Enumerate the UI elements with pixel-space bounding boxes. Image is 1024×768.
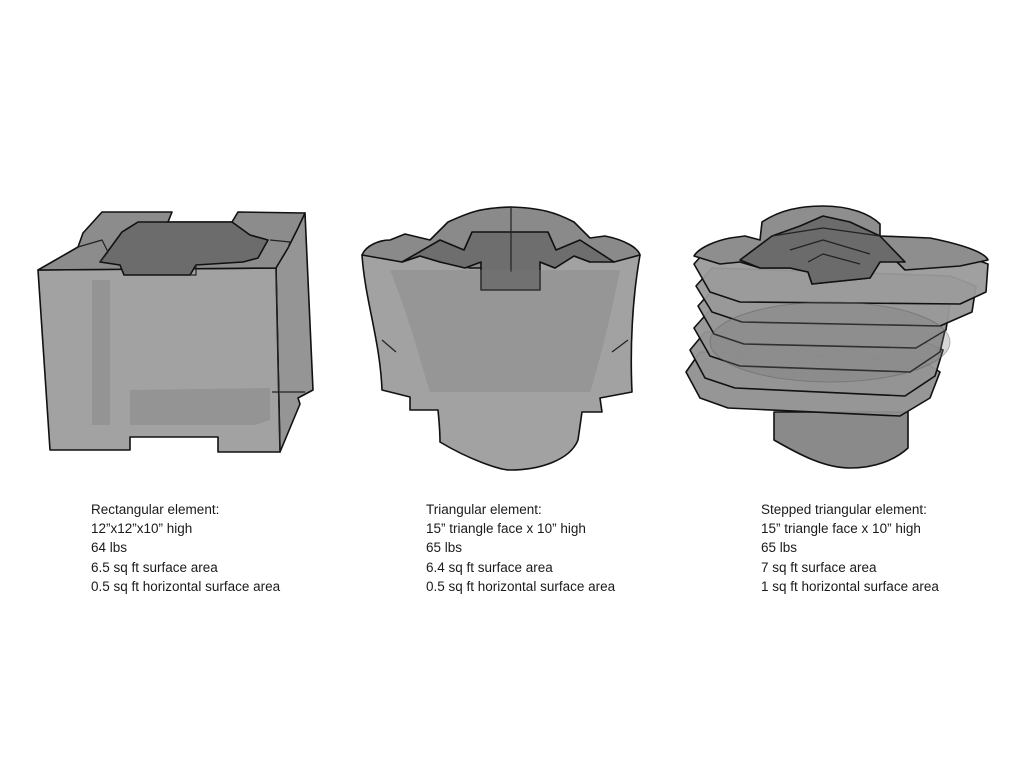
tri-inner-shadow <box>390 270 620 392</box>
tri-body <box>361 254 641 471</box>
rect-notch-front <box>190 265 197 276</box>
tri-left-crease <box>381 339 397 353</box>
tri-inner-opening <box>401 231 615 291</box>
rect-inner-opening <box>99 221 269 276</box>
stepped-element-drawing <box>685 205 989 469</box>
step-base <box>773 411 909 469</box>
step-inner-ridge-3 <box>807 253 861 265</box>
caption-title: Stepped triangular element: <box>761 502 927 517</box>
rectangular-element-drawing <box>37 211 314 453</box>
caption-title: Triangular element: <box>426 502 542 517</box>
caption-surface-area: 6.4 sq ft surface area <box>426 559 553 575</box>
caption-dimensions: 12”x12”x10” high <box>91 521 193 537</box>
caption-weight: 65 lbs <box>426 540 463 556</box>
rect-front-edge <box>275 267 281 453</box>
rect-inner-shadow <box>92 280 270 425</box>
rectangular-element-caption: Rectangular element: 12”x12”x10” high 64… <box>91 500 280 596</box>
step-inner-ridge-2 <box>789 239 871 255</box>
step-inner-ridge <box>771 227 881 237</box>
caption-surface-area: 6.5 sq ft surface area <box>91 559 218 575</box>
stepped-triangular-element-caption: Stepped triangular element: 15” triangle… <box>761 500 939 596</box>
tri-right-crease <box>611 339 629 353</box>
step-inner-shadow <box>709 301 951 383</box>
step-inner-opening <box>739 215 906 285</box>
caption-surface-area: 7 sq ft surface area <box>761 559 877 575</box>
caption-horizontal-surface-area: 0.5 sq ft horizontal surface area <box>426 578 616 594</box>
caption-dimensions: 15” triangle face x 10” high <box>426 521 586 537</box>
rect-notch-right <box>269 239 291 249</box>
caption-weight: 65 lbs <box>761 540 798 556</box>
caption-weight: 64 lbs <box>91 540 128 556</box>
caption-horizontal-surface-area: 0.5 sq ft horizontal surface area <box>91 578 281 594</box>
caption-dimensions: 15” triangle face x 10” high <box>761 521 921 537</box>
triangular-element-caption: Triangular element: 15” triangle face x … <box>426 500 615 596</box>
triangular-element-drawing <box>361 206 641 471</box>
caption-horizontal-surface-area: 1 sq ft horizontal surface area <box>761 578 939 594</box>
caption-title: Rectangular element: <box>91 502 220 517</box>
rect-notch-left <box>77 239 109 263</box>
